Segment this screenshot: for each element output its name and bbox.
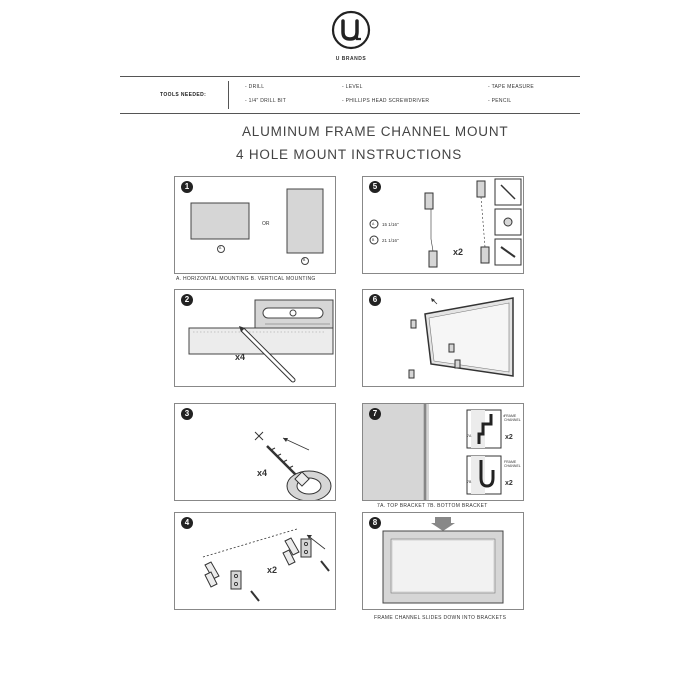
label-7a: 7A <box>467 434 472 438</box>
step-4-illustration <box>202 528 330 602</box>
multiplier-label: x4 <box>257 468 268 478</box>
step-6-panel: 6 <box>362 289 524 387</box>
step-8-panel: 8 <box>362 512 524 610</box>
step-number: 6 <box>369 294 381 306</box>
tool-item: - TAPE MEASURE <box>488 84 534 90</box>
label-a: A <box>219 246 222 250</box>
label-b: B <box>372 238 375 242</box>
frame-channel-note: FRAME CHANNEL <box>504 414 521 422</box>
step-5-panel: 5 A B 15 1/16" 21 1/16" x2 <box>362 176 524 274</box>
or-label: OR <box>262 221 270 227</box>
multiplier-label: x2 <box>453 247 464 257</box>
step-number: 3 <box>181 408 193 420</box>
step-number: 7 <box>369 408 381 420</box>
step-number: 5 <box>369 181 381 193</box>
multiplier-label: x2 <box>505 434 513 441</box>
multiplier-label: x2 <box>505 480 513 487</box>
tool-item: - DRILL <box>245 84 265 90</box>
tool-item: - PENCIL <box>488 98 512 104</box>
step-1-panel: 1 OR A B <box>174 176 336 274</box>
label-a: A <box>372 222 375 226</box>
step-7-caption: 7A. TOP BRACKET 7B. BOTTOM BRACKET <box>377 503 488 509</box>
tool-item: - PHILLIPS HEAD SCREWDRIVER <box>342 98 430 104</box>
step-3-illustration <box>254 431 332 500</box>
step-number: 2 <box>181 294 193 306</box>
label-7b: 7B <box>467 480 472 484</box>
step-8-caption: FRAME CHANNEL SLIDES DOWN INTO BRACKETS <box>374 615 507 621</box>
step-3-panel: 3 x4 <box>174 403 336 501</box>
brand-name: U BRANDS <box>335 56 367 62</box>
step-1-illustration <box>190 188 324 265</box>
label-b: B <box>303 258 306 262</box>
frame-channel-note: FRAME CHANNEL <box>504 460 521 468</box>
step-2-illustration <box>188 299 334 383</box>
page-title-line-2: 4 HOLE MOUNT INSTRUCTIONS <box>236 147 463 162</box>
u-brands-logo-icon <box>331 10 371 50</box>
step-7-panel: 7 7A 7B FRAME CHANNEL FRAME CHANNEL x2 x… <box>362 403 524 501</box>
measurement-b: 21 1/16" <box>382 238 399 243</box>
step-6-illustration <box>408 297 514 379</box>
tool-item: - 1/4" DRILL BIT <box>245 98 287 104</box>
tools-needed-label: TOOLS NEEDED: <box>160 92 207 98</box>
multiplier-label: x2 <box>267 565 278 575</box>
tools-divider <box>228 81 229 109</box>
step-1-caption: A. HORIZONTAL MOUNTING B. VERTICAL MOUNT… <box>176 276 316 282</box>
page-title-line-1: ALUMINUM FRAME CHANNEL MOUNT <box>242 124 509 139</box>
step-8-illustration <box>382 517 504 604</box>
step-7-illustration <box>363 404 505 500</box>
step-4-panel: 4 x2 <box>174 512 336 610</box>
measurement-a: 15 1/16" <box>382 222 399 227</box>
multiplier-label: x4 <box>235 352 246 362</box>
tools-needed-bar: TOOLS NEEDED: - DRILL - 1/4" DRILL BIT -… <box>120 76 580 114</box>
step-number: 1 <box>181 181 193 193</box>
step-number: 8 <box>369 517 381 529</box>
step-number: 4 <box>181 517 193 529</box>
step-5-illustration <box>369 178 522 268</box>
tool-item: - LEVEL <box>342 84 363 90</box>
step-2-panel: 2 x4 <box>174 289 336 387</box>
